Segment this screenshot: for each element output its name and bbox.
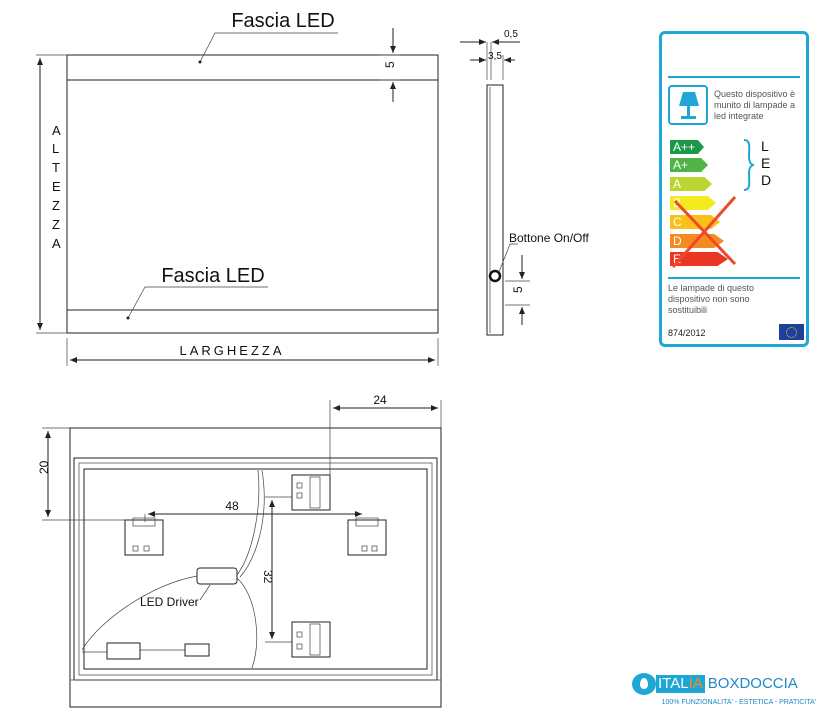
svg-text:Z: Z [52, 217, 61, 232]
svg-text:A: A [52, 236, 62, 251]
rear-outline [69, 427, 442, 708]
side-view: 0,5 3,5 Bottone On/Off 5 [460, 29, 589, 336]
svg-text:T: T [52, 160, 61, 175]
side-band-dimension: 5 [511, 286, 525, 293]
top-led-band [66, 54, 439, 81]
thickness-dimension: 0,5 [504, 29, 518, 40]
brace-icon [743, 139, 755, 191]
logo-tagline: 100% FUNZIONALITA' - ESTETICA - PRATICIT… [661, 699, 816, 706]
lamp-icon [668, 85, 708, 125]
rear-frame-inner [83, 468, 428, 670]
energy-label: Questo dispositivo è munito di lampade a… [659, 31, 809, 347]
led-letter: E [761, 155, 771, 171]
dimension-20: 20 [37, 460, 51, 474]
top-band-dimension: 5 [383, 61, 397, 68]
divider [668, 277, 800, 279]
divider [668, 76, 800, 78]
class-a: A [670, 177, 712, 191]
logo-part-3: BOXDOCCIA [707, 675, 798, 692]
regulation-number: 874/2012 [668, 328, 706, 338]
side-profile [486, 84, 504, 336]
switch-module [184, 643, 210, 657]
class-a-plus: A+ [670, 158, 708, 172]
eu-flag-icon [779, 324, 804, 340]
led-driver [196, 567, 238, 585]
lamp-text: Questo dispositivo è munito di lampade a… [714, 89, 796, 121]
front-view: A L T E Z Z A LARGHEZZA Fascia LED Fasci… [36, 10, 439, 366]
svg-text:L: L [52, 141, 60, 156]
dimension-24: 24 [373, 393, 387, 407]
cross-out-icon [671, 196, 737, 268]
class-a-plus-plus: A++ [670, 140, 704, 154]
mirror-outline [66, 54, 439, 334]
dimension-48: 48 [225, 499, 239, 513]
mounting-brackets [124, 474, 387, 658]
led-driver-label: LED Driver [140, 595, 199, 609]
bottom-led-band [66, 309, 439, 334]
water-drop-icon [632, 673, 656, 695]
on-off-button-label: Bottone On/Off [509, 231, 589, 245]
led-letters: L E D [761, 138, 771, 189]
led-letter: D [761, 172, 772, 188]
top-led-band-label: Fascia LED [231, 10, 334, 32]
footer-text: Le lampade di questo dispositivo non son… [668, 283, 755, 315]
on-off-button [488, 269, 502, 283]
wiring [81, 469, 265, 669]
brand-logo: ITALIA BOXDOCCIA 100% FUNZIONALITA' - ES… [632, 673, 818, 713]
rear-frame-outer [73, 457, 438, 681]
rear-view: LED Driver 24 20 48 32 [37, 393, 442, 708]
logo-part-1: ITAL [658, 675, 689, 692]
height-label: A L T E Z Z A [52, 123, 62, 251]
svg-text:A: A [52, 123, 62, 138]
width-label: LARGHEZZA [179, 343, 284, 358]
dimension-32: 32 [261, 570, 275, 584]
bottom-led-band-label: Fascia LED [161, 265, 264, 287]
led-letter: L [761, 138, 769, 154]
depth-dimension: 3,5 [488, 51, 502, 62]
connector [106, 642, 141, 660]
logo-part-2: IA [688, 675, 703, 692]
svg-text:E: E [52, 179, 62, 194]
svg-text:Z: Z [52, 198, 61, 213]
